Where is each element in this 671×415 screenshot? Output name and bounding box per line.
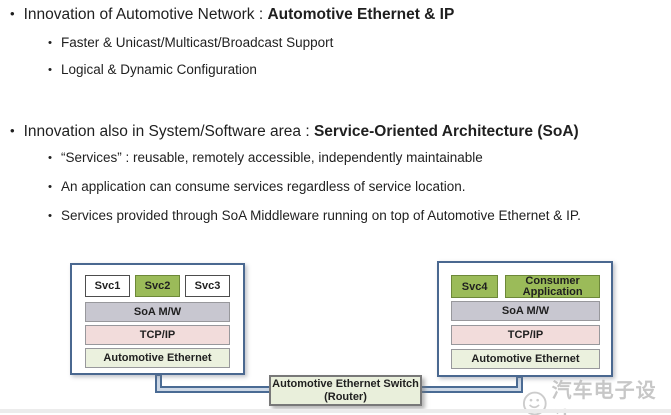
bullet-text: An application can consume services rega… xyxy=(61,179,466,194)
soa-mw-layer: SoA M/W xyxy=(85,302,230,322)
bullet-line-1: • Innovation of Automotive Network : Aut… xyxy=(10,5,454,24)
ethernet-switch-box: Automotive Ethernet Switch (Router) xyxy=(269,375,422,406)
bullet-icon: • xyxy=(48,181,53,193)
bullet-text: Innovation of Automotive Network : Autom… xyxy=(23,6,455,23)
bullet-text: Faster & Unicast/Multicast/Broadcast Sup… xyxy=(61,35,334,50)
bottom-strip xyxy=(0,409,671,413)
service-row: Svc4 Consumer Application xyxy=(451,275,600,298)
svc3-box: Svc3 xyxy=(185,275,230,297)
automotive-ethernet-layer: Automotive Ethernet xyxy=(451,349,600,369)
right-protocol-stack: Svc4 Consumer Application SoA M/W TCP/IP… xyxy=(437,261,613,377)
bullet-text: Services provided through SoA Middleware… xyxy=(61,208,581,223)
consumer-line2: Application xyxy=(522,285,583,298)
tcpip-layer: TCP/IP xyxy=(85,325,230,345)
bullet-line-5: • “Services” : reusable, remotely access… xyxy=(48,149,483,168)
svc4-box: Svc4 xyxy=(451,275,499,298)
bullet-text: Logical & Dynamic Configuration xyxy=(61,62,257,77)
bullet-icon: • xyxy=(48,37,53,49)
watermark-logo-icon xyxy=(522,391,547,415)
switch-label-line1: Automotive Ethernet Switch xyxy=(272,377,419,390)
consumer-application-box: Consumer Application xyxy=(505,275,600,298)
left-protocol-stack: Svc1 Svc2 Svc3 SoA M/W TCP/IP Automotive… xyxy=(70,263,245,375)
bullet-icon: • xyxy=(10,6,15,21)
tcpip-layer: TCP/IP xyxy=(451,325,600,345)
bullet-icon: • xyxy=(48,64,53,76)
bullet-line-3: • Logical & Dynamic Configuration xyxy=(48,61,257,80)
switch-label-line2: (Router) xyxy=(324,390,367,403)
bullet-icon: • xyxy=(48,210,53,222)
bullet-text: Innovation also in System/Software area … xyxy=(23,123,579,140)
bullet-line-6: • An application can consume services re… xyxy=(48,178,465,197)
bullet-line-7: • Services provided through SoA Middlewa… xyxy=(48,207,581,226)
soa-mw-layer: SoA M/W xyxy=(451,301,600,321)
bullet-icon: • xyxy=(48,152,53,164)
bullet-line-2: • Faster & Unicast/Multicast/Broadcast S… xyxy=(48,34,333,53)
bullet-icon: • xyxy=(10,123,15,138)
automotive-ethernet-layer: Automotive Ethernet xyxy=(85,348,230,368)
svc1-box: Svc1 xyxy=(85,275,130,297)
consumer-line1: Consumer xyxy=(525,274,580,287)
svc2-box: Svc2 xyxy=(135,275,180,297)
bullet-line-4: • Innovation also in System/Software are… xyxy=(10,122,579,141)
service-row: Svc1 Svc2 Svc3 xyxy=(85,275,230,297)
bullet-text: “Services” : reusable, remotely accessib… xyxy=(61,150,483,165)
